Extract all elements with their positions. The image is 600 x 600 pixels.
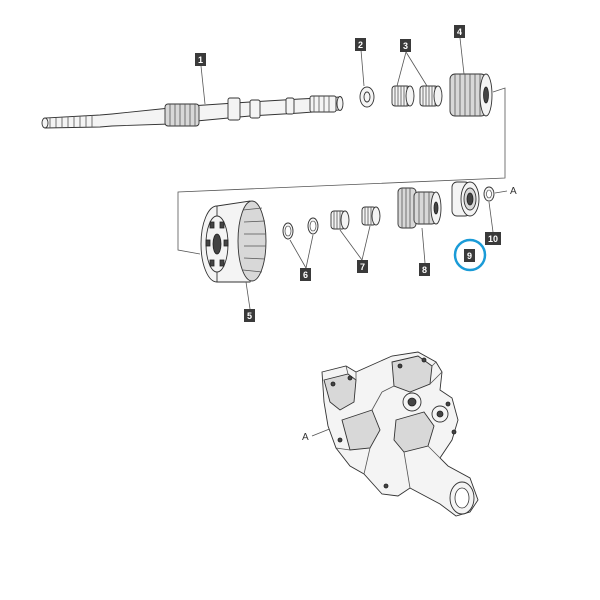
cluster-gear [397, 187, 442, 229]
callout-2: 2 [355, 38, 366, 51]
reference-a-housing: A [302, 432, 309, 443]
callout-6: 6 [300, 268, 311, 281]
callout-8: 8 [419, 263, 430, 276]
thrust-washer [359, 86, 375, 108]
svg-text:4: 4 [457, 27, 462, 37]
callout-4: 4 [454, 25, 465, 38]
callout-5: 5 [244, 309, 255, 322]
svg-text:1: 1 [198, 55, 203, 65]
retaining-ring [483, 186, 495, 202]
svg-text:8: 8 [422, 265, 427, 275]
reference-a-top: A [510, 186, 517, 197]
spur-gear-top [449, 73, 493, 117]
svg-text:5: 5 [247, 311, 252, 321]
callout-9-highlighted: 9 [453, 238, 487, 272]
assembly-bracket [177, 87, 506, 255]
svg-text:6: 6 [303, 270, 308, 280]
leader-lines [200, 37, 508, 437]
needle-bearing-pair-middle [330, 206, 381, 230]
transmission-housing [321, 351, 479, 517]
ball-bearing [451, 181, 480, 217]
snap-ring-pair [282, 217, 319, 240]
svg-text:3: 3 [403, 41, 408, 51]
callout-7: 7 [357, 260, 368, 273]
clutch-drum [200, 200, 267, 283]
callout-1: 1 [195, 53, 206, 66]
svg-text:9: 9 [467, 251, 472, 261]
main-shaft [41, 95, 344, 129]
svg-text:7: 7 [360, 262, 365, 272]
callout-3: 3 [400, 39, 411, 52]
callout-10: 10 [485, 232, 501, 245]
needle-bearing-pair-top [391, 85, 443, 107]
svg-text:2: 2 [358, 40, 363, 50]
svg-text:10: 10 [488, 234, 498, 244]
